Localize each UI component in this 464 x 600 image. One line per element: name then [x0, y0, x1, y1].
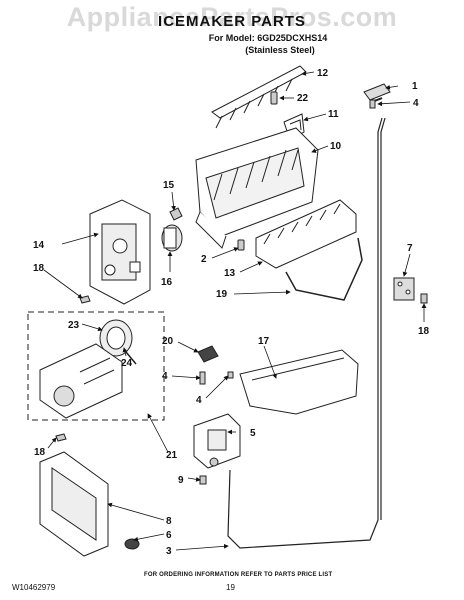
callout-14: 14	[33, 240, 45, 251]
callout-23: 23	[68, 320, 80, 331]
part-bumper	[124, 538, 140, 550]
part-plug	[197, 345, 219, 363]
callout-20: 20	[162, 336, 174, 347]
ordering-note: FOR ORDERING INFORMATION REFER TO PARTS …	[144, 572, 333, 578]
callout-2: 2	[201, 254, 207, 265]
page-number: 19	[226, 583, 235, 592]
part-control-housing	[89, 199, 151, 305]
part-7	[393, 277, 415, 301]
callout-7: 7	[407, 243, 413, 254]
part-wire-bail	[285, 237, 363, 301]
callout-12: 12	[317, 68, 329, 79]
callout-16: 16	[161, 277, 173, 288]
part-screw-22	[270, 91, 278, 105]
part-screw-18a	[79, 295, 91, 304]
part-module-board	[39, 343, 123, 419]
callout-8: 8	[166, 516, 172, 527]
part-clip-1	[363, 83, 391, 103]
part-screw-2	[237, 239, 245, 251]
callout-11: 11	[328, 109, 339, 120]
callout-1: 1	[412, 81, 418, 92]
part-screw-4a	[369, 99, 376, 109]
callout-4-low: 4	[196, 395, 202, 406]
part-motor	[99, 319, 137, 365]
callout-10: 10	[330, 141, 342, 152]
part-screw-4c	[227, 371, 234, 379]
callout-15: 15	[163, 180, 175, 191]
callout-18-low: 18	[34, 447, 46, 458]
finish-line: (Stainless Steel)	[245, 45, 315, 55]
fill-tube	[227, 117, 386, 549]
part-cover	[39, 451, 109, 557]
callout-22: 22	[297, 93, 309, 104]
part-shield	[239, 349, 359, 415]
callout-6: 6	[166, 530, 172, 541]
leader-lines	[43, 70, 427, 551]
callout-21: 21	[166, 450, 178, 461]
callout-9: 9	[178, 475, 184, 486]
part-15	[169, 207, 183, 221]
model-line: For Model: 6GD25DCXHS14	[208, 33, 328, 43]
part-ice-mold	[195, 127, 319, 249]
callout-5: 5	[250, 428, 256, 439]
part-screw-9	[199, 475, 207, 485]
callout-17: 17	[258, 336, 270, 347]
part-fill-cup	[255, 199, 357, 269]
callout-18-right: 18	[418, 326, 430, 337]
part-screw-18b	[55, 433, 67, 442]
callout-4-top: 4	[413, 98, 419, 109]
callout-19: 19	[216, 289, 228, 300]
document-id: W10462979	[12, 583, 56, 592]
diagram-title: ICEMAKER PARTS	[158, 13, 306, 30]
callout-24: 24	[121, 358, 133, 369]
watermark: AppliancePartsPros.com	[66, 2, 398, 32]
part-water-valve	[193, 413, 241, 469]
module-21-box	[27, 311, 165, 421]
callout-18-left: 18	[33, 263, 45, 274]
callout-3: 3	[166, 546, 172, 557]
part-16	[161, 224, 183, 252]
callout-4-mid: 4	[162, 371, 168, 382]
part-screw-4b	[199, 371, 206, 385]
callout-13: 13	[224, 268, 236, 279]
callout-labels: 12 22 11 10 1 4 15 14 16 2 13 19 18 7 18…	[33, 68, 430, 557]
part-screw-18c	[420, 293, 428, 304]
